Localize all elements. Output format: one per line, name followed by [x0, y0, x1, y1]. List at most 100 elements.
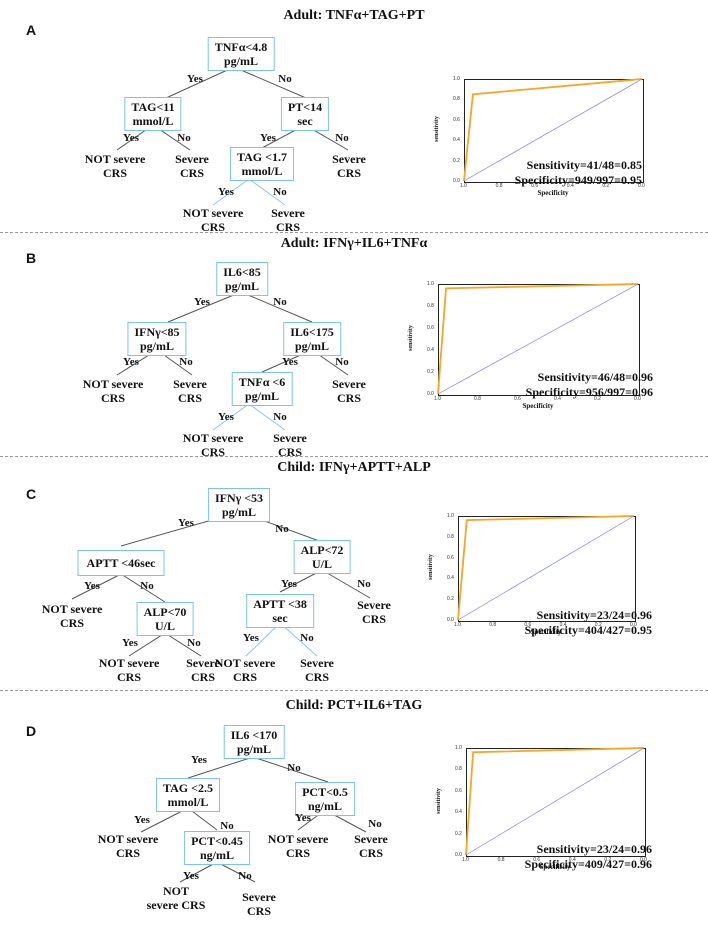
y-tick-label: 1.0 — [427, 281, 434, 287]
x-tick-label: 0.6 — [531, 183, 539, 189]
y-tick-label: 0.2 — [427, 369, 434, 375]
tree-right-node: ALP<72 U/L — [293, 540, 351, 574]
sensitivity-stat: Sensitivity=23/24=0.96 — [536, 842, 652, 856]
tree-root-node: IFNγ <53 pg/mL — [207, 488, 271, 522]
y-tick-label: 0.8 — [447, 533, 454, 540]
specificity-stat: Specificity=409/427=0.96 — [524, 857, 652, 871]
x-tick-label: 0.8 — [495, 183, 503, 189]
y-tick-label: 0.2 — [447, 596, 454, 603]
panel-title: Adult: IFNγ+IL6+TNFα — [280, 236, 428, 251]
x-tick-label: 1.0 — [454, 622, 461, 628]
no-label: No — [187, 637, 201, 649]
x-axis-label: Specificity — [539, 863, 571, 871]
x-tick-label: 0.8 — [497, 857, 505, 863]
tree-leaf: NOT severe CRS — [84, 152, 146, 180]
y-tick-label: 0.6 — [427, 325, 434, 331]
tree-leaf: NOT severe CRS — [214, 656, 276, 684]
no-label: No — [275, 523, 289, 535]
tree-leaf: Severe CRS — [175, 152, 209, 180]
no-label: No — [335, 132, 349, 144]
yes-label: Yes — [134, 814, 150, 826]
y-axis-label: sensitivity — [407, 325, 414, 351]
yes-label: Yes — [183, 870, 199, 882]
tree-left-node: IFNγ<85 pg/mL — [127, 322, 187, 356]
tree-leaf: NOT severe CRS — [41, 602, 103, 630]
tree-leaf: NOT severe CRS — [82, 377, 144, 405]
x-tick-label: 0.4 — [559, 622, 567, 628]
x-tick-label: 0.2 — [594, 396, 601, 402]
yes-label: Yes — [218, 186, 234, 198]
tree-leaf: Severe CRS — [273, 431, 307, 459]
tree-leaf: NOT severe CRS — [182, 206, 244, 234]
roc-curve-line — [457, 515, 635, 621]
tree-leaf: Severe CRS — [242, 890, 276, 918]
y-tick-label: 0.4 — [453, 137, 460, 144]
yes-label: Yes — [295, 812, 311, 824]
specificity-stat: Specificity=949/997=0.95 — [514, 173, 642, 187]
panel-title: Child: IFNγ+APTT+ALP — [277, 460, 431, 475]
y-tick-label: 1.0 — [447, 513, 454, 519]
y-tick-label: 0.0 — [427, 391, 434, 397]
no-label: No — [273, 186, 287, 198]
tree-leaf: Severe CRS — [186, 656, 220, 684]
panel-a: A Adult: TNFα+TAG+PT TNFα<4.8 pg/mL Yes … — [0, 0, 708, 234]
tree-leaf: Severe CRS — [332, 152, 366, 180]
panel-title: Adult: TNFα+TAG+PT — [283, 8, 425, 23]
panel-letter: A — [26, 22, 37, 38]
y-tick-label: 0.8 — [453, 96, 460, 103]
x-tick-label: 0.2 — [602, 183, 610, 189]
tree-right-node: PCT<0.5 ng/mL — [295, 782, 355, 816]
y-tick-label: 0.4 — [427, 347, 434, 353]
yes-label: Yes — [191, 754, 207, 766]
y-tick-label: 0.0 — [453, 178, 460, 184]
y-tick-label: 1.0 — [453, 76, 460, 82]
panel-separator — [0, 690, 708, 691]
x-tick-label: 0.0 — [630, 622, 637, 628]
tree-leaf: Severe CRS — [354, 832, 388, 860]
tree-root-node: TNFα<4.8 pg/mL — [207, 37, 275, 71]
yes-label: Yes — [282, 356, 298, 368]
tree-leaf: Severe CRS — [173, 377, 207, 405]
roc-plot-frame — [466, 748, 646, 857]
no-label: No — [273, 296, 287, 308]
chance-diagonal-line — [463, 78, 643, 182]
y-tick-label: 0.8 — [455, 766, 462, 773]
x-tick-label: 0.6 — [514, 396, 521, 402]
y-tick-label: 0.0 — [455, 852, 462, 858]
yes-label: Yes — [84, 580, 100, 592]
x-tick-label: 0.8 — [474, 396, 481, 402]
y-tick-label: 0.6 — [447, 554, 454, 561]
roc-svg — [463, 78, 643, 182]
panel-d: D Child: PCT+IL6+TAG IL6 <170 pg/mL Yes … — [0, 690, 708, 937]
roc-svg — [437, 283, 639, 395]
yes-label: Yes — [178, 517, 194, 529]
yes-label: Yes — [281, 578, 297, 590]
roc-svg — [465, 747, 645, 856]
x-tick-label: 0.4 — [568, 857, 576, 863]
y-tick-label: 0.2 — [455, 830, 462, 837]
tree-sub-node: TAG <1.7 mmol/L — [230, 147, 294, 181]
x-tick-label: 0.8 — [489, 622, 497, 628]
x-tick-label: 0.2 — [604, 857, 612, 863]
panel-b: B Adult: IFNγ+IL6+TNFα IL6<85 pg/mL Yes … — [0, 232, 708, 459]
chance-diagonal-line — [437, 283, 639, 395]
y-tick-label: 0.6 — [453, 116, 460, 123]
tree-left-sub-node: PCT<0.45 ng/mL — [184, 831, 250, 865]
sensitivity-stat: Sensitivity=46/48=0.96 — [537, 370, 653, 384]
panel-separator — [0, 456, 708, 457]
no-label: No — [220, 820, 234, 832]
x-axis-label: Specificity — [537, 189, 569, 197]
tree-leaf: NOT severe CRS — [146, 884, 206, 912]
x-axis-label: Specificity — [522, 402, 554, 410]
y-tick-label: 0.8 — [427, 303, 434, 309]
no-label: No — [140, 580, 154, 592]
yes-label: Yes — [122, 637, 138, 649]
no-label: No — [300, 632, 314, 644]
tree-left-sub-node: ALP<70 U/L — [136, 602, 194, 636]
y-tick-label: 0.4 — [455, 809, 462, 816]
yes-label: Yes — [243, 632, 259, 644]
y-tick-label: 0.6 — [455, 787, 462, 794]
y-tick-label: 0.2 — [453, 157, 460, 164]
